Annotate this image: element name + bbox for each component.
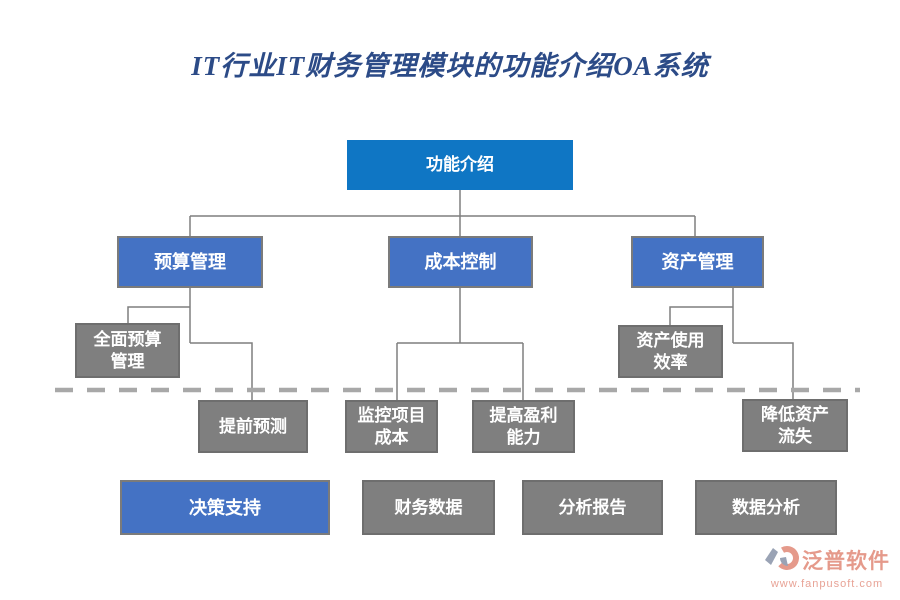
node-asset-usage-efficiency: 资产使用 效率 — [618, 325, 723, 378]
node-budget-management: 预算管理 — [117, 236, 263, 288]
node-label: 提高盈利 能力 — [489, 405, 558, 447]
node-label: 提前预测 — [219, 416, 287, 436]
node-label: 资产使用 效率 — [636, 330, 705, 372]
node-function-intro: 功能介绍 — [347, 140, 573, 190]
node-improve-profitability: 提高盈利 能力 — [472, 400, 575, 453]
vendor-watermark[interactable]: 泛普软件 www.fanpusoft.com — [764, 543, 890, 590]
connector-budget-to-forecast — [190, 342, 253, 400]
node-label: 降低资产 流失 — [761, 404, 829, 446]
node-data-analysis: 数据分析 — [695, 480, 837, 535]
page-title: IT行业IT财务管理模块的功能介绍OA系统 — [191, 51, 709, 81]
node-comprehensive-budget: 全面预算 管理 — [75, 323, 180, 378]
connector-budget-to-fullbudget — [127, 306, 190, 323]
node-reduce-asset-loss: 降低资产 流失 — [742, 399, 848, 452]
node-label: 预算管理 — [154, 252, 226, 272]
node-label: 决策支持 — [189, 497, 261, 518]
node-label: 成本控制 — [424, 252, 497, 272]
fanpu-logo-icon — [765, 546, 799, 570]
connector-asset-to-efficiency — [669, 306, 733, 325]
node-label: 功能介绍 — [426, 155, 494, 174]
node-label: 财务数据 — [394, 497, 463, 517]
node-label: 资产管理 — [661, 252, 734, 272]
node-cost-control: 成本控制 — [388, 236, 533, 288]
node-label: 全面预算 管理 — [93, 329, 162, 371]
node-analysis-report: 分析报告 — [522, 480, 663, 535]
node-monitor-project-cost: 监控项目 成本 — [345, 400, 438, 453]
node-label: 数据分析 — [732, 497, 800, 517]
node-decision-support: 决策支持 — [120, 480, 330, 535]
vendor-name[interactable]: 泛普软件 — [802, 549, 890, 573]
vendor-url[interactable]: www.fanpusoft.com — [770, 578, 884, 590]
node-asset-management: 资产管理 — [631, 236, 764, 288]
node-advance-forecast: 提前预测 — [198, 400, 308, 453]
connector-asset-to-reduceloss — [733, 342, 794, 399]
node-financial-data: 财务数据 — [362, 480, 495, 535]
node-label: 分析报告 — [558, 497, 627, 517]
node-label: 监控项目 成本 — [357, 405, 426, 447]
